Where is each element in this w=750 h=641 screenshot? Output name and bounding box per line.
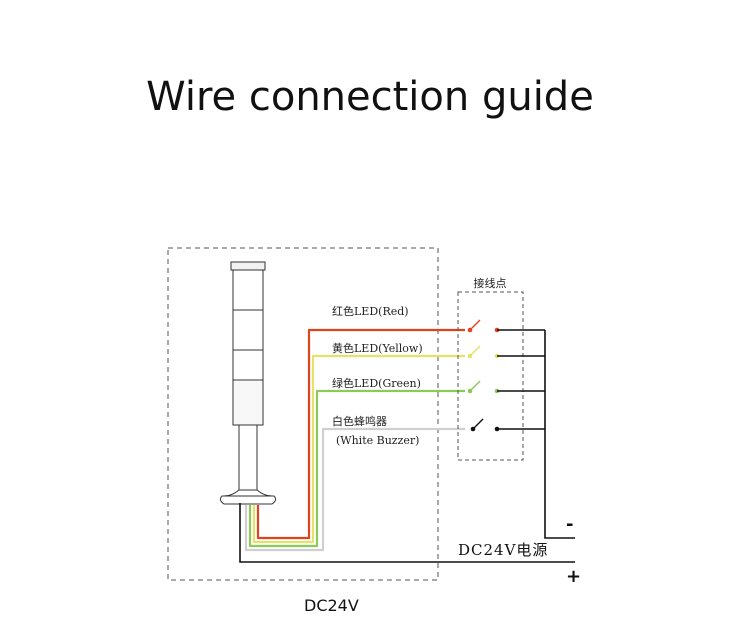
wire-sublabel-white: (White Buzzer): [336, 434, 419, 447]
terminal-box-label: 接线点: [474, 276, 507, 290]
tower-dashed-outline: [167, 247, 439, 581]
wire-label-white: 白色蜂鸣器: [332, 414, 387, 428]
wire-red: [256, 328, 465, 540]
switch-white: [470, 418, 545, 432]
wire-black-common: [239, 503, 575, 563]
bus-negative: [544, 330, 575, 539]
power-supply-label: DC24V电源: [458, 541, 548, 559]
switch-yellow: [467, 345, 545, 359]
wire-white: [244, 427, 465, 552]
wire-label-green: 绿色LED(Green): [332, 376, 421, 390]
switch-green: [467, 380, 545, 394]
signal-tower-icon: [219, 261, 277, 505]
wire-label-red: 红色LED(Red): [332, 304, 409, 318]
terminal-box: [457, 291, 524, 461]
minus-terminal-icon: -: [566, 514, 573, 535]
plus-terminal-icon: +: [566, 566, 581, 587]
switch-red: [467, 319, 545, 333]
page-title: Wire connection guide: [146, 74, 594, 120]
bottom-voltage-label: DC24V: [304, 596, 359, 615]
wire-yellow: [252, 354, 465, 544]
wire-label-yellow: 黄色LED(Yellow): [332, 341, 423, 355]
wire-green: [248, 389, 465, 548]
